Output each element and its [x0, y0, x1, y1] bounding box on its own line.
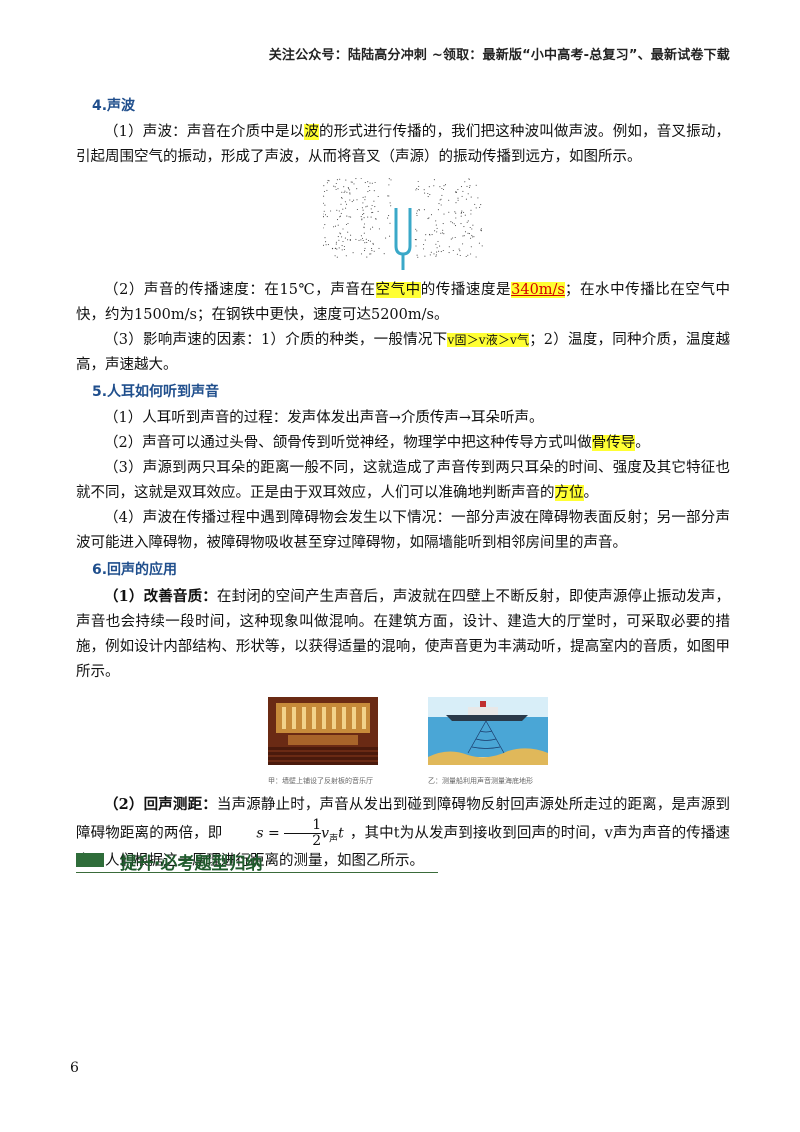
- paragraph: （3）影响声速的因素：1）介质的种类，一般情况下v固＞v液＞v气；2）温度，同种…: [76, 332, 730, 373]
- paragraph: （1）改善音质：在封闭的空间产生声音后，声波就在四壁上不断反射，即使声源停止振动…: [76, 588, 730, 680]
- tuning-fork-figure: [323, 178, 483, 270]
- paragraph: （2）声音可以通过头骨、颌骨传到听觉神经，物理学中把这种传导方式叫做骨传导。: [104, 435, 650, 451]
- banner-bar-icon: [76, 853, 104, 867]
- paragraph: （1）声波：声音在介质中是以波的形式进行传播的，我们把这种波叫做声波。例如，音叉…: [76, 124, 731, 165]
- concert-hall-image: [268, 697, 378, 765]
- highlight: 波: [304, 124, 320, 140]
- figure-row: 甲：墙壁上铺设了反射板的音乐厅 乙：测量船利用声音测量海底地形: [76, 697, 730, 786]
- paragraph: （2）回声测距：当声源静止时，声音从发出到碰到障碍物反射回声源处所走过的距离，是…: [76, 796, 730, 869]
- paragraph: （4）声波在传播过程中遇到障碍物会发生以下情况：一部分声波在障碍物表面反射；另一…: [76, 510, 730, 551]
- figure-a-caption: 甲：墙壁上铺设了反射板的音乐厅: [268, 777, 373, 785]
- banner-title: 提升·必考题型归纳: [120, 854, 263, 874]
- section-banner: 提升·必考题型归纳: [76, 850, 438, 874]
- page-header: 关注公众号：陆陆高分冲刺 ~领取：最新版“小中高考-总复习”、最新试卷下载: [268, 48, 730, 63]
- paragraph: （1）人耳听到声音的过程：发声体发出声音→介质传声→耳朵听声。: [104, 410, 544, 426]
- section-title-echo: 6.回声的应用: [92, 562, 178, 578]
- page-number: 6: [70, 1060, 79, 1076]
- paragraph: （2）声音的传播速度：在15℃，声音在空气中的传播速度是340m/s；在水中传播…: [76, 282, 731, 323]
- section-title-hearing: 5.人耳如何听到声音: [92, 384, 220, 400]
- survey-ship-image: [428, 697, 548, 765]
- figure-b: 乙：测量船利用声音测量海底地形: [428, 697, 548, 786]
- main-content: 4.声波 （1）声波：声音在介质中是以波的形式进行传播的，我们把这种波叫做声波。…: [76, 92, 730, 874]
- figure-b-caption: 乙：测量船利用声音测量海底地形: [428, 777, 533, 785]
- section-title-sound-wave: 4.声波: [92, 98, 136, 114]
- paragraph: （3）声源到两只耳朵的距离一般不同，这就造成了声音传到两只耳朵的时间、强度及其它…: [76, 460, 730, 501]
- figure-a: 甲：墙壁上铺设了反射板的音乐厅: [268, 697, 378, 786]
